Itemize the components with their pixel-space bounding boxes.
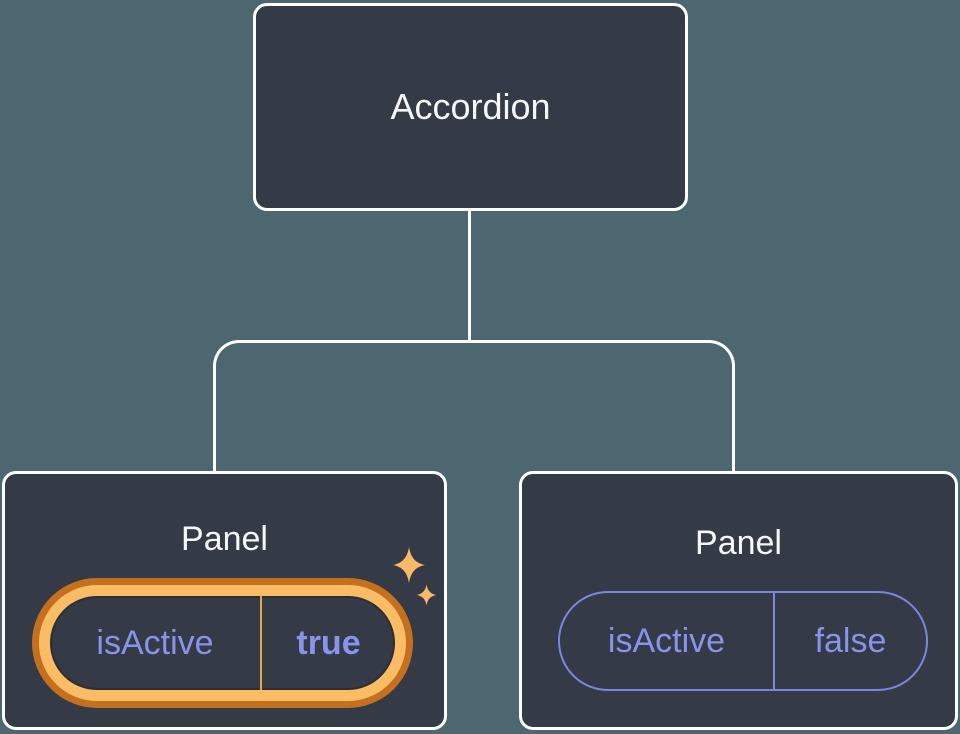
panel-inactive-label: Panel: [695, 524, 782, 562]
panel-active-label: Panel: [181, 520, 268, 558]
pill-divider: [773, 593, 775, 689]
state-pill-inactive: isActive false: [558, 591, 928, 691]
state-pill-active: isActive true: [50, 596, 395, 690]
connector-stem: [468, 211, 471, 342]
panel-node-active: Panel isActive true: [2, 471, 447, 730]
prop-value-label: false: [814, 622, 887, 660]
sparkle-icon-large: [393, 547, 425, 583]
connector-bracket: [213, 340, 735, 472]
state-highlight-ring: isActive true: [32, 578, 413, 708]
pill-divider: [260, 596, 262, 690]
accordion-label: Accordion: [390, 86, 551, 127]
prop-name-label: isActive: [607, 622, 726, 660]
sparkle-icon-small: [416, 584, 437, 606]
prop-name-label: isActive: [96, 624, 214, 662]
panel-node-inactive: Panel isActive false: [519, 471, 958, 730]
prop-value-label: true: [296, 624, 361, 662]
accordion-node: Accordion: [253, 3, 688, 211]
